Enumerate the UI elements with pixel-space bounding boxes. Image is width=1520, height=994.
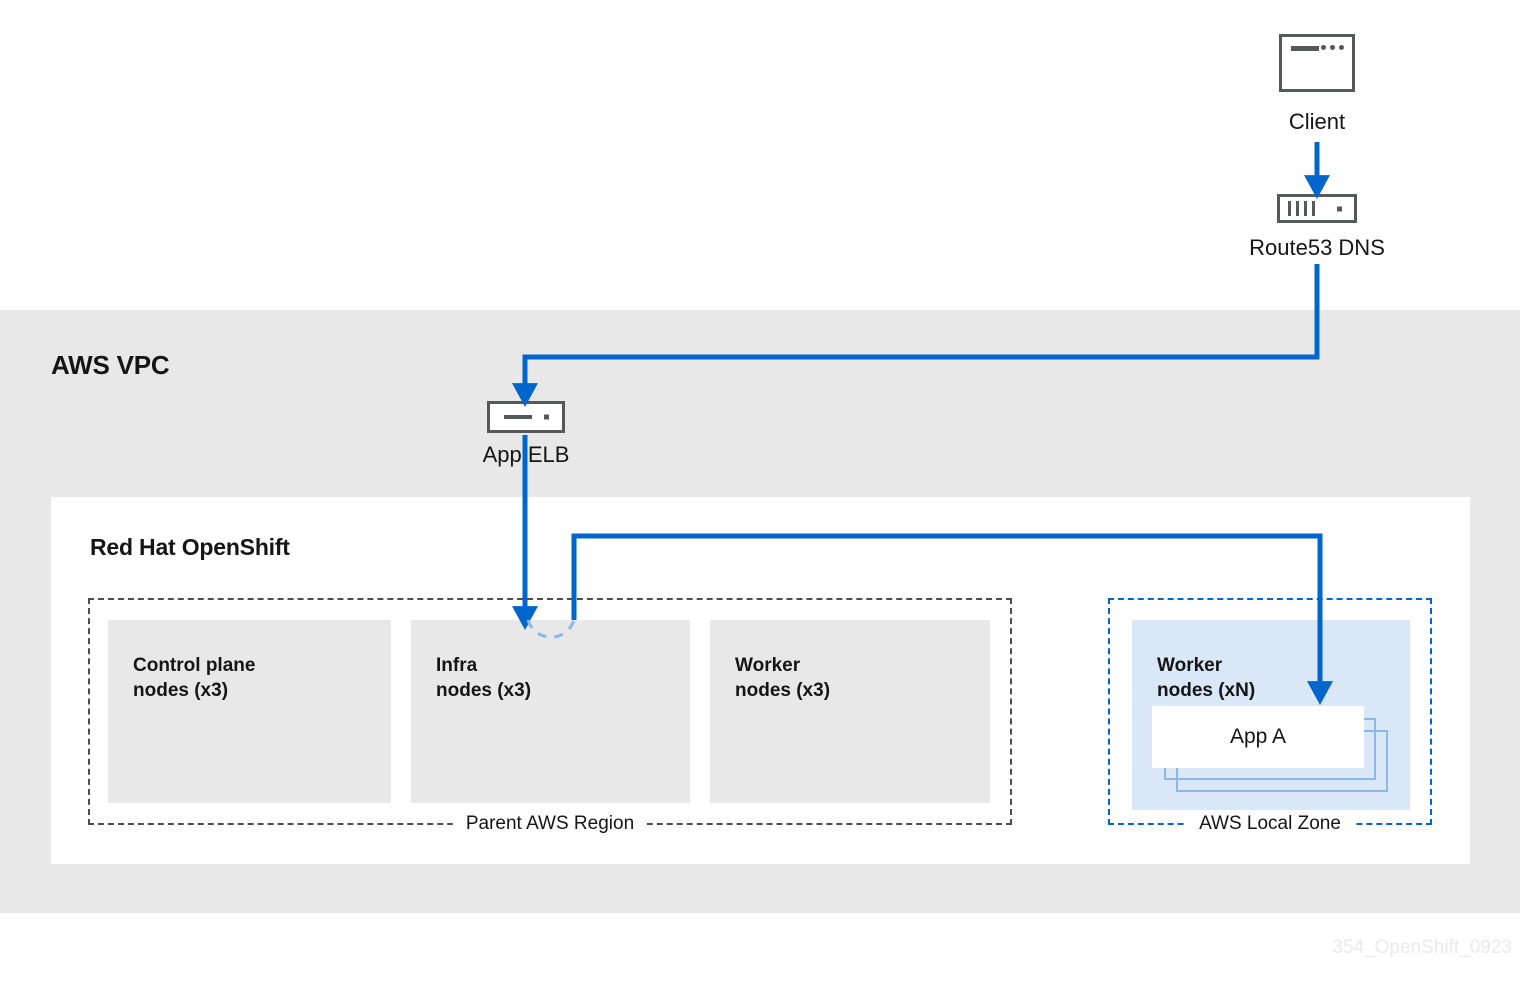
app-a-card: App A [1152,706,1364,768]
load-balancer-icon [487,401,565,433]
image-watermark: 354_OpenShift_0923 [1332,937,1512,958]
worker-nodes-label: Worker nodes (x3) [735,655,831,701]
local-zone-worker-nodes-label: Worker nodes (xN) [1157,655,1256,701]
openshift-title: Red Hat OpenShift [90,534,290,560]
app-elb-label: App ELB [482,442,570,467]
aws-local-zone-label: AWS Local Zone [1186,812,1354,836]
node-card-infra: Infra nodes (x3) [411,620,690,803]
parent-aws-region-label: Parent AWS Region [452,812,648,836]
app-card-stack: App A [1152,706,1392,792]
load-balancer-dot-icon [544,414,549,420]
dns-status-dot-icon [1337,206,1342,211]
client-label: Client [1288,109,1346,134]
dns-server-icon [1277,194,1357,223]
dns-bars-icon [1288,201,1315,216]
parent-aws-region-zone: Parent AWS Region [88,598,1012,836]
route53-dns-label: Route53 DNS [1249,235,1385,260]
load-balancer-dash-icon [504,415,532,419]
browser-title-dash-icon [1291,46,1319,51]
node-card-worker: Worker nodes (x3) [710,620,990,803]
aws-local-zone: AWS Local Zone [1108,598,1432,836]
aws-vpc-title: AWS VPC [51,350,170,380]
app-a-label: App A [1229,725,1287,748]
browser-window-icon [1279,34,1355,92]
infra-nodes-label: Infra nodes (x3) [436,655,532,701]
browser-menu-dots-icon [1321,45,1344,50]
node-card-control-plane: Control plane nodes (x3) [108,620,391,803]
control-plane-nodes-label: Control plane nodes (x3) [133,655,256,701]
